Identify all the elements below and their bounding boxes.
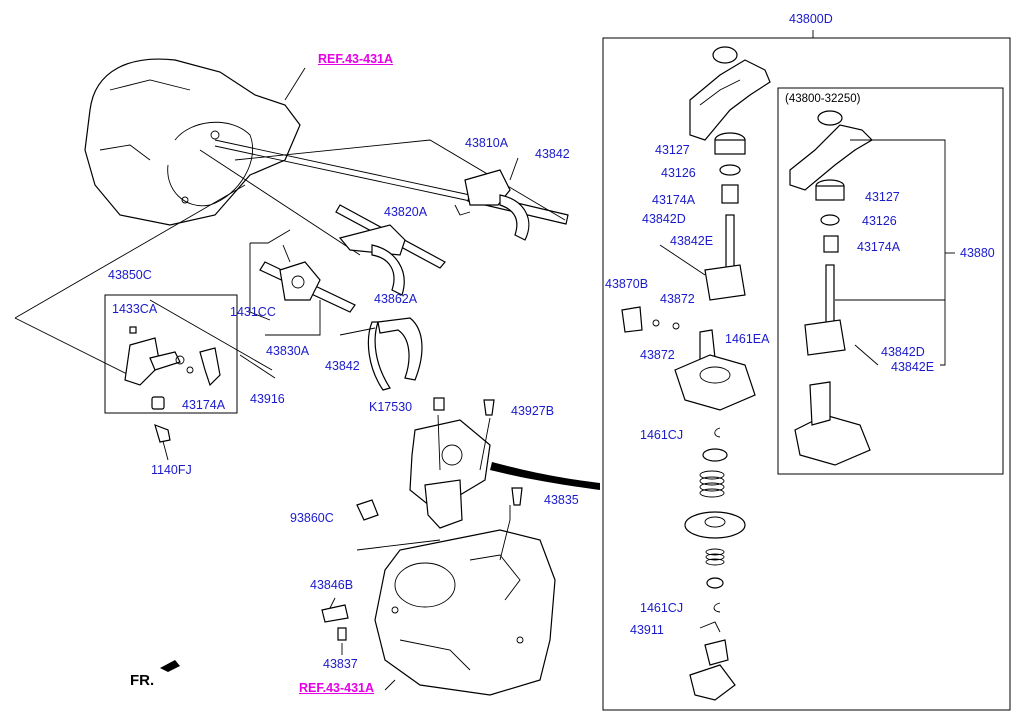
part-label-43842-mid[interactable]: 43842 <box>325 359 360 373</box>
transaxle-case-upper <box>84 58 301 226</box>
part-label-r43872-b[interactable]: 43872 <box>640 348 675 362</box>
part-label-43916[interactable]: 43916 <box>250 392 285 406</box>
part-label-1140FJ[interactable]: 1140FJ <box>151 463 192 477</box>
part-label-r43842D[interactable]: 43842D <box>642 212 686 226</box>
front-direction-label: FR. <box>130 672 155 689</box>
control-housing <box>356 397 523 529</box>
part-label-i43842D[interactable]: 43842D <box>881 345 925 359</box>
inner-assembly-frame <box>777 87 1004 475</box>
assembly-label[interactable]: 43800D <box>789 12 833 26</box>
part-label-i43127[interactable]: 43127 <box>865 190 900 204</box>
part-label-i43174A[interactable]: 43174A <box>857 240 901 254</box>
part-label-r43870B[interactable]: 43870B <box>605 277 649 291</box>
shift-fork-43820A <box>338 224 406 296</box>
part-label-1433CA[interactable]: 1433CA <box>112 302 158 316</box>
shift-lug-43830A <box>279 244 321 301</box>
assembly-frame <box>602 37 1011 711</box>
part-label-43810A[interactable]: 43810A <box>465 136 509 150</box>
part-label-43820A[interactable]: 43820A <box>384 205 428 219</box>
shift-fork-43810A <box>454 169 530 241</box>
part-label-43174A-left[interactable]: 43174A <box>182 398 226 412</box>
part-label-r43911[interactable]: 43911 <box>630 623 664 637</box>
shift-lever-upper <box>689 46 771 141</box>
shift-fork-43862A <box>367 317 423 391</box>
part-label-r1461EA[interactable]: 1461EA <box>725 332 770 346</box>
part-label-43927B[interactable]: 43927B <box>511 404 555 418</box>
part-label-43846B[interactable]: 43846B <box>310 578 354 592</box>
part-label-r1461CJ-a[interactable]: 1461CJ <box>640 428 684 442</box>
part-label-i43126[interactable]: 43126 <box>862 214 897 228</box>
part-label-r43126[interactable]: 43126 <box>661 166 696 180</box>
spring-upper <box>699 470 725 498</box>
part-label-93860C[interactable]: 93860C <box>290 511 334 525</box>
front-arrow-icon <box>160 660 180 672</box>
ref-top[interactable]: REF.43-431A <box>318 52 394 66</box>
part-label-43842-top[interactable]: 43842 <box>535 147 570 161</box>
part-label-43830A[interactable]: 43830A <box>266 344 310 358</box>
inner-shift-lever <box>789 110 873 191</box>
part-label-K17530[interactable]: K17530 <box>369 400 413 414</box>
inner-assembly-label: (43800-32250) <box>785 93 861 105</box>
part-label-43862A[interactable]: 43862A <box>374 292 418 306</box>
part-label-43837[interactable]: 43837 <box>323 657 358 671</box>
part-label-43835[interactable]: 43835 <box>544 493 579 507</box>
part-label-r43127[interactable]: 43127 <box>655 143 690 157</box>
shift-lever-43850C <box>124 326 221 410</box>
part-label-1431CC[interactable]: 1431CC <box>230 305 276 319</box>
part-label-43850C[interactable]: 43850C <box>108 268 152 282</box>
ref-bottom[interactable]: REF.43-431A <box>299 681 375 695</box>
spring-lower <box>705 548 725 566</box>
part-label-r43842E[interactable]: 43842E <box>670 234 714 248</box>
inner-part-label[interactable]: 43880 <box>960 246 995 260</box>
part-label-r43174A[interactable]: 43174A <box>652 193 696 207</box>
transaxle-case-lower <box>374 529 556 696</box>
part-label-i43842E[interactable]: 43842E <box>891 360 935 374</box>
part-label-r43872-a[interactable]: 43872 <box>660 292 695 306</box>
part-label-r1461CJ-b[interactable]: 1461CJ <box>640 601 684 615</box>
